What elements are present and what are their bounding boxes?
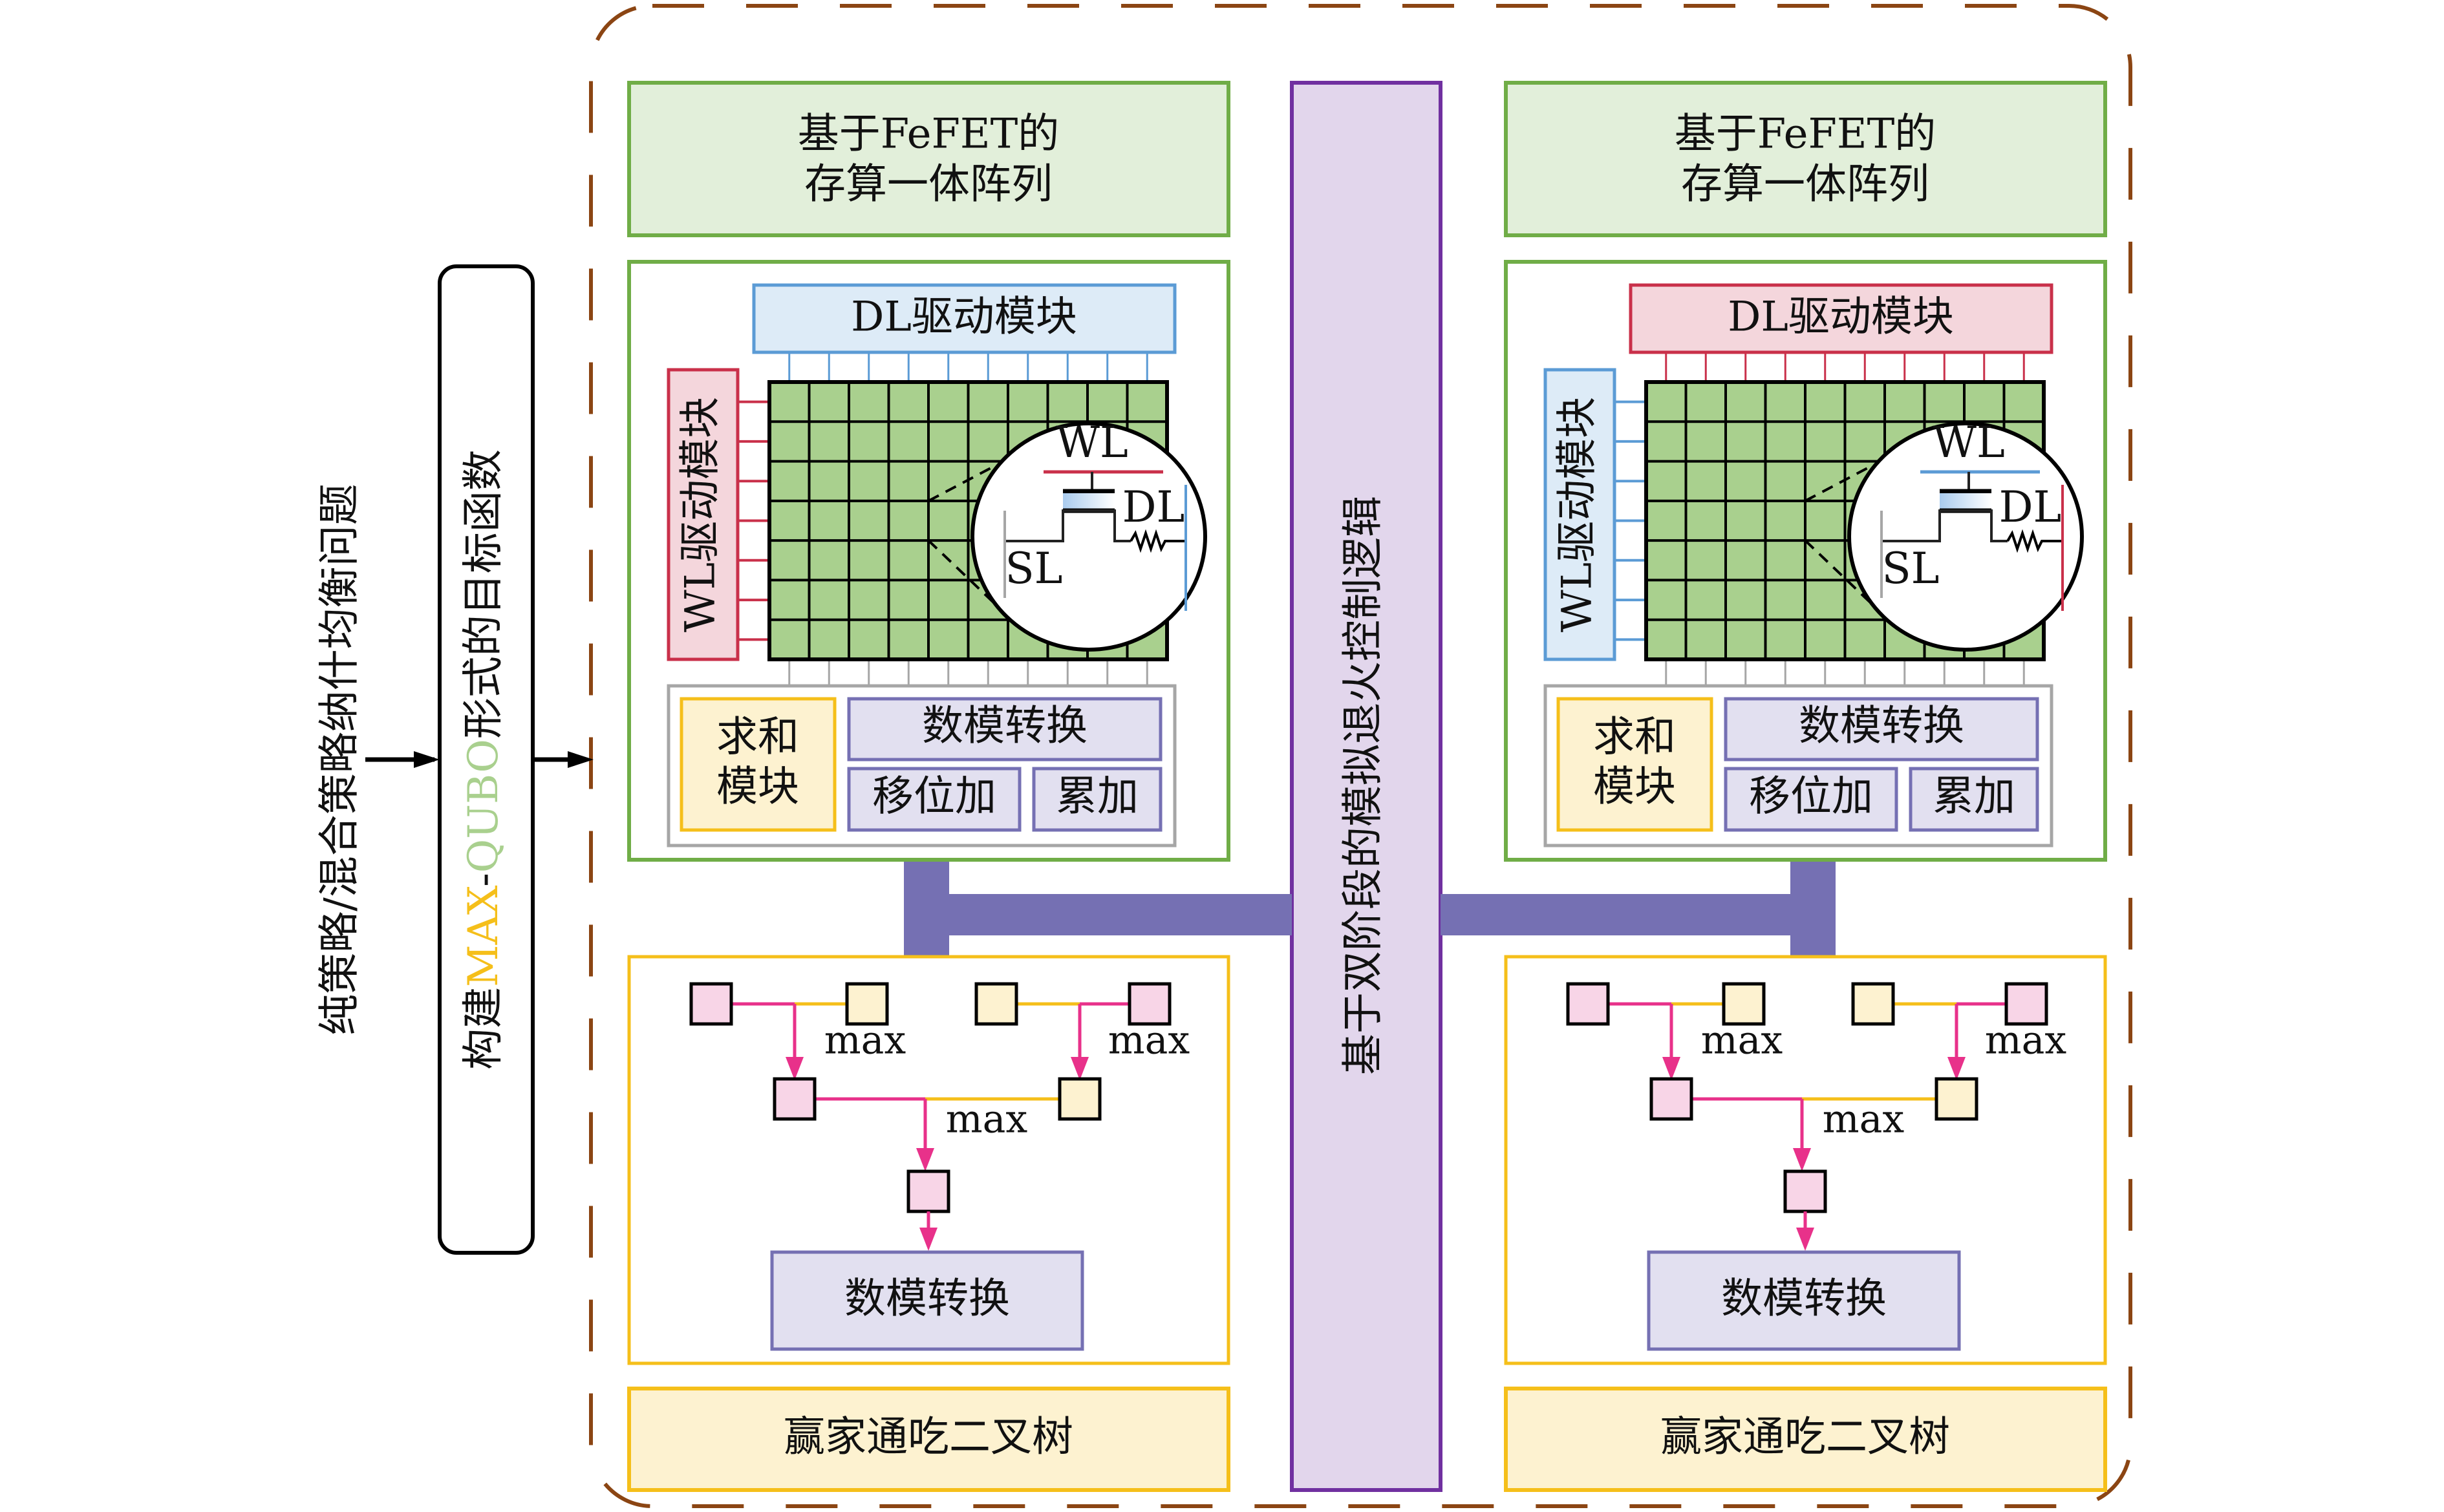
inset-dl-label: DL [1999, 482, 2062, 532]
zoom-line [928, 464, 996, 502]
max-label: max [1985, 1018, 2067, 1063]
array-title-line2: 存算一体阵列 [804, 161, 1053, 209]
input-problem-label: 纯策略/混合策略纳什均衡问题 [316, 484, 364, 1036]
tree-node-winner [1566, 982, 1610, 1026]
inset-wl-label: WL [1933, 418, 2005, 467]
arrowhead-icon [1071, 1057, 1089, 1080]
tree-node-loser [1935, 1077, 1978, 1121]
array-title-box [1504, 81, 2107, 237]
wl-driver-module [1543, 368, 1616, 661]
sum-module-line1: 求和 [1593, 714, 1676, 761]
fefet-cell-inset [970, 421, 1207, 652]
annealing-control-label: 基于双阶段的模拟退火控制逻辑 [1340, 496, 1388, 1075]
tree-dac-module [1647, 1250, 1961, 1351]
sum-module [1556, 697, 1713, 832]
accumulate-label: 累加 [1933, 773, 2015, 821]
tree-node-loser [1058, 1077, 1102, 1121]
sum-module-line2: 模块 [716, 763, 799, 811]
dl-driver-module [1629, 283, 2053, 354]
tree-node-winner [773, 1077, 817, 1121]
inset-sl-label: SL [1881, 544, 1939, 593]
qubo-construction-label: 构建MAX-QUBO形式的目标函数 [460, 449, 508, 1070]
shift-add-module [847, 767, 1022, 832]
resistor-icon [1130, 529, 1186, 553]
arrowhead-icon [1947, 1057, 1966, 1080]
max-label: max [1108, 1018, 1190, 1063]
dl-driver-module [752, 283, 1177, 354]
sum-module [680, 697, 837, 832]
shift-add-label: 移位加 [872, 773, 996, 821]
bus-right [1441, 860, 1836, 957]
arrowhead-icon [414, 751, 440, 768]
max-label: max [1701, 1018, 1783, 1063]
arrowhead-icon [919, 1228, 938, 1251]
inset-wl-label: WL [1056, 418, 1128, 467]
zoom-line [927, 539, 1000, 609]
accumulate-label: 累加 [1056, 773, 1139, 821]
shift-add-label: 移位加 [1749, 773, 1873, 821]
wta-tree-title-box [1504, 1387, 2107, 1492]
arrowhead-icon [1793, 1148, 1811, 1171]
dac-module [847, 697, 1163, 761]
arrowhead-icon [1796, 1228, 1814, 1251]
dl-driver-label: DL驱动模块 [851, 293, 1077, 341]
accumulate-module [1032, 767, 1163, 832]
tree-node-winner [689, 982, 733, 1026]
accumulate-module [1909, 767, 2039, 832]
tree-node-winner [1783, 1169, 1827, 1213]
wl-driver-label: WL驱动模块 [1554, 397, 1602, 632]
array-title-line1: 基于FeFET的 [798, 111, 1060, 158]
max-label: max [824, 1018, 906, 1063]
wta-tree-title: 赢家通吃二叉树 [1660, 1414, 1950, 1462]
tree-node-loser [845, 982, 889, 1026]
tree-dac-module [770, 1250, 1084, 1351]
dl-driver-label: DL驱动模块 [1728, 293, 1954, 341]
tree-dac-label: 数模转换 [844, 1275, 1010, 1323]
wta-tree-title: 赢家通吃二叉树 [784, 1414, 1073, 1462]
system-dashed-border [589, 4, 2132, 1508]
tree-node-loser [1851, 982, 1895, 1026]
arrowhead-icon [786, 1057, 804, 1080]
tree-node-winner [1128, 982, 1172, 1026]
arrowhead-icon [916, 1148, 934, 1171]
sum-module-line1: 求和 [716, 714, 799, 761]
tree-node-winner [906, 1169, 950, 1213]
wta-tree-title-box [627, 1387, 1230, 1492]
resistor-icon [2006, 529, 2063, 553]
transistor-body [1881, 509, 2008, 542]
dac-label: 数模转换 [1799, 703, 1964, 751]
dac-label: 数模转换 [922, 703, 1088, 751]
ferroelectric-layer [1940, 493, 1991, 509]
shift-add-module [1724, 767, 1898, 832]
fefet-cell-inset [1847, 421, 2084, 652]
tree-node-winner [1649, 1077, 1693, 1121]
max-label: max [1823, 1097, 1905, 1142]
zoom-line [1805, 464, 1873, 502]
dac-module [1724, 697, 2039, 761]
inset-dl-label: DL [1122, 482, 1185, 532]
annealing-control-bar [1290, 81, 1442, 1492]
arrowhead-icon [568, 751, 594, 768]
inset-sl-label: SL [1005, 544, 1062, 593]
array-title-line2: 存算一体阵列 [1681, 161, 1929, 209]
bus-left [904, 860, 1292, 957]
tree-dac-label: 数模转换 [1721, 1275, 1887, 1323]
ferroelectric-layer [1063, 493, 1115, 509]
wl-driver-label: WL驱动模块 [677, 397, 725, 632]
tree-node-loser [974, 982, 1018, 1026]
sum-module-line2: 模块 [1593, 763, 1676, 811]
zoom-line [1804, 539, 1877, 609]
array-title-box [627, 81, 1230, 237]
max-label: max [946, 1097, 1028, 1142]
tree-node-winner [2004, 982, 2048, 1026]
array-title-line1: 基于FeFET的 [1675, 111, 1936, 158]
tree-node-loser [1722, 982, 1766, 1026]
wl-driver-module [667, 368, 740, 661]
arrowhead-icon [1662, 1057, 1680, 1080]
transistor-body [1005, 509, 1131, 542]
